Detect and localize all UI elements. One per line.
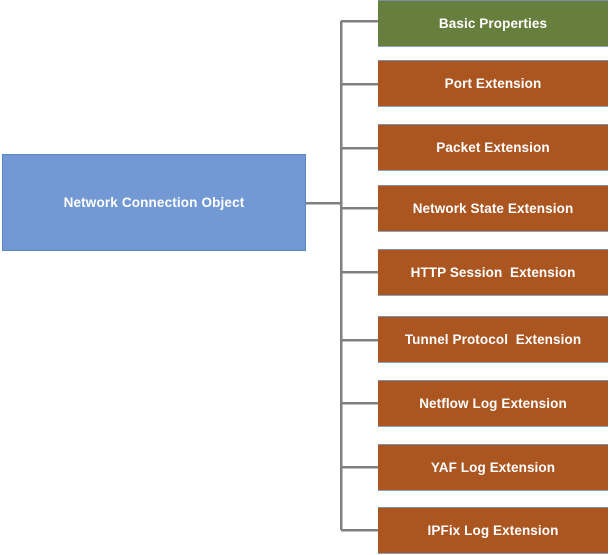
leaf-node-packet-extension[interactable]: Packet Extension <box>378 124 608 171</box>
root-node-network-connection-object[interactable]: Network Connection Object <box>2 154 306 251</box>
leaf-node-netflow-log-extension[interactable]: Netflow Log Extension <box>378 380 608 427</box>
leaf-node-label: HTTP Session Extension <box>410 264 576 280</box>
leaf-node-ipfix-log-extension[interactable]: IPFix Log Extension <box>378 507 608 554</box>
leaf-node-basic-properties[interactable]: Basic Properties <box>378 0 608 47</box>
root-node-label: Network Connection Object <box>63 194 245 210</box>
leaf-node-label: YAF Log Extension <box>430 459 556 475</box>
leaf-node-label: IPFix Log Extension <box>427 522 559 538</box>
leaf-node-tunnel-protocol-extension[interactable]: Tunnel Protocol Extension <box>378 316 608 363</box>
leaf-node-label: Basic Properties <box>438 15 548 31</box>
leaf-node-label: Network State Extension <box>412 200 574 216</box>
leaf-node-port-extension[interactable]: Port Extension <box>378 60 608 107</box>
leaf-node-label: Packet Extension <box>436 139 550 155</box>
leaf-node-http-session-extension[interactable]: HTTP Session Extension <box>378 249 608 296</box>
leaf-node-label: Netflow Log Extension <box>419 395 567 411</box>
leaf-node-label: Port Extension <box>444 75 542 91</box>
leaf-node-network-state-extension[interactable]: Network State Extension <box>378 185 608 232</box>
leaf-node-label: Tunnel Protocol Extension <box>404 331 582 347</box>
leaf-node-yaf-log-extension[interactable]: YAF Log Extension <box>378 444 608 491</box>
